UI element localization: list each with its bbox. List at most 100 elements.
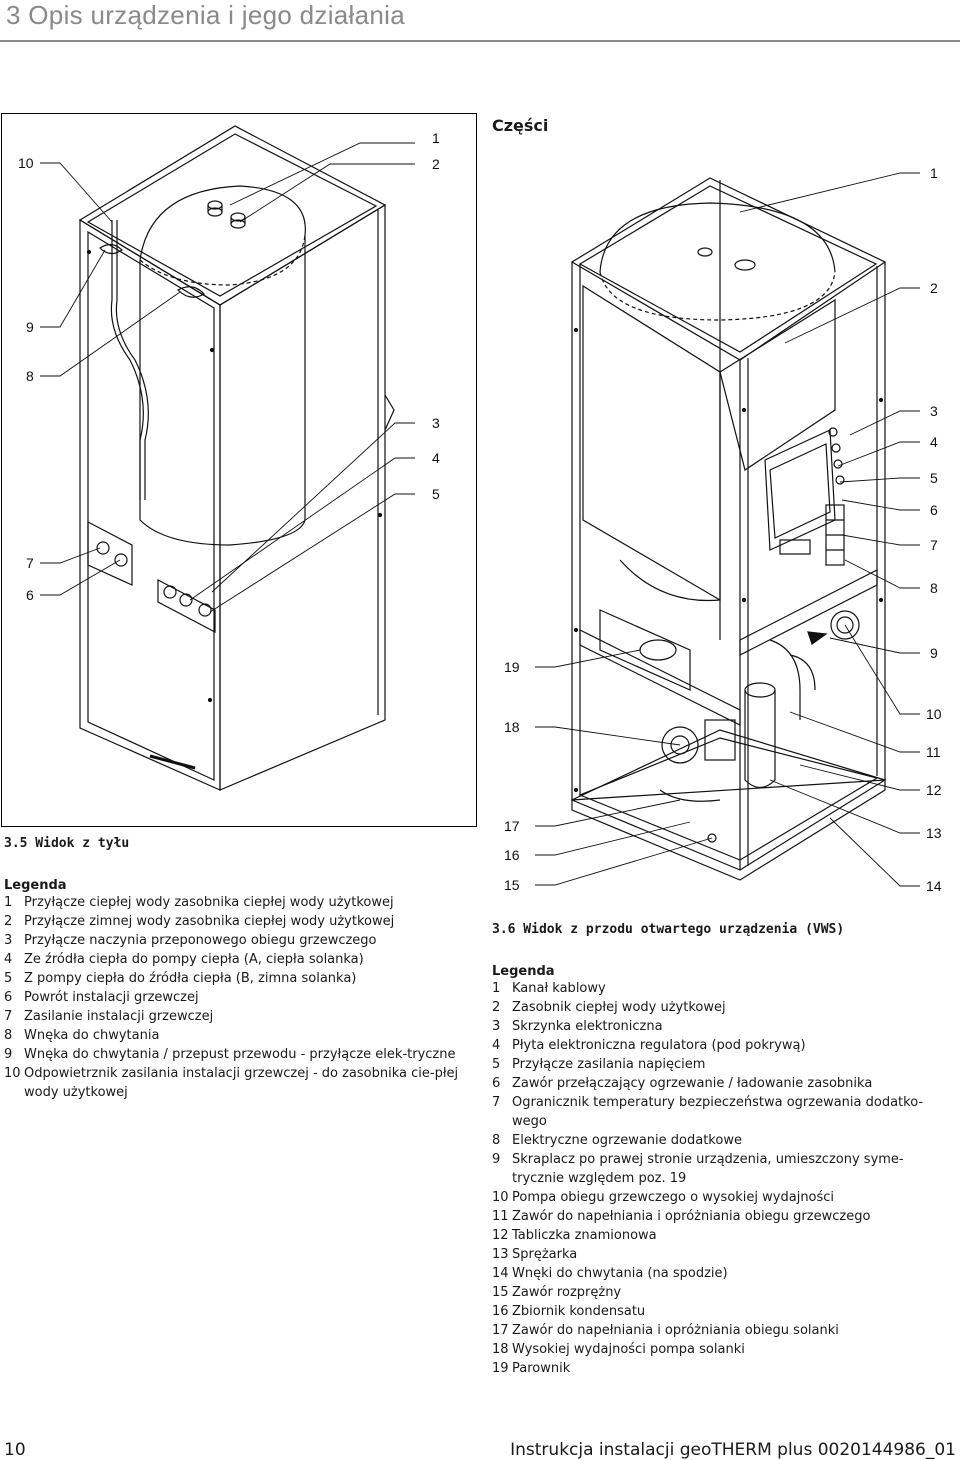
legend-item: 1 Przyłącze ciepłej wody zasobnika ciepłe… — [4, 893, 460, 912]
callout-10: 10 — [18, 155, 34, 171]
legend-item-text: Przyłącze zimnej wody zasobnika ciepłej … — [24, 914, 395, 929]
callout-9: 9 — [26, 319, 34, 335]
legend-item-number: 3 — [4, 933, 13, 948]
callout-r16: 16 — [504, 847, 520, 863]
callout-r7: 7 — [930, 537, 938, 553]
header-rule — [0, 40, 960, 42]
legend-item-number: 1 — [492, 981, 501, 996]
legend-item-text: Przyłącze naczynia przeponowego obiegu g… — [24, 933, 377, 948]
legend-item-text: Ogranicznik temperatury bezpieczeństwa o… — [512, 1095, 924, 1129]
legend-item-text: Zawór do napełniania i opróżniania obieg… — [512, 1209, 871, 1224]
callout-5: 5 — [432, 486, 440, 502]
legend-item-number: 10 — [4, 1066, 21, 1081]
front-view-callout-lines — [535, 172, 920, 887]
legend-item-number: 8 — [492, 1133, 501, 1148]
parts-title: Części — [492, 116, 549, 135]
callout-1: 1 — [432, 130, 440, 146]
legend-item-text: Ze źródła ciepła do pompy ciepła (A, cie… — [24, 952, 364, 967]
legend-item-text: Parownik — [512, 1361, 571, 1376]
legend-item-number: 7 — [492, 1095, 501, 1110]
callout-r17: 17 — [504, 818, 520, 834]
legend-list: 1 Przyłącze ciepłej wody zasobnika ciepłe… — [4, 893, 460, 1102]
callout-3: 3 — [432, 415, 440, 431]
legend-item-text: Odpowietrznik zasilania instalacji grzew… — [24, 1066, 459, 1100]
legend-item: 6 Zawór przełączający ogrzewanie / ładowa… — [492, 1074, 932, 1093]
legend-item-text: Przyłącze ciepłej wody zasobnika ciepłej… — [24, 895, 394, 910]
callout-r6: 6 — [930, 502, 938, 518]
legend-item: 5 Z pompy ciepła do źródła ciepła (B, zim… — [4, 969, 460, 988]
legend-item-number: 6 — [492, 1076, 501, 1091]
document-reference: Instrukcja instalacji geoTHERM plus 0020… — [510, 1440, 956, 1460]
legend-item-text: Z pompy ciepła do źródła ciepła (B, zimn… — [24, 971, 357, 986]
legend-item: 5 Przyłącze zasilania napięciem — [492, 1055, 932, 1074]
callout-r19: 19 — [504, 659, 520, 675]
legend-item-number: 15 — [492, 1285, 509, 1300]
legend-item-number: 19 — [492, 1361, 509, 1376]
callout-4: 4 — [432, 450, 440, 466]
legend-item-text: Powrót instalacji grzewczej — [24, 990, 199, 1005]
callout-r4: 4 — [930, 434, 938, 450]
legend-item-number: 13 — [492, 1247, 509, 1262]
legend-item-text: Zasobnik ciepłej wody użytkowej — [512, 1000, 726, 1015]
rear-view-legend: Legenda 1 Przyłącze ciepłej wody zasobnik… — [4, 878, 460, 1102]
legend-item-number: 1 — [4, 895, 13, 910]
legend-item-text: Tabliczka znamionowa — [512, 1228, 657, 1243]
legend-item-number: 4 — [492, 1038, 501, 1053]
callout-r10: 10 — [926, 706, 942, 722]
legend-item-text: Zasilanie instalacji grzewczej — [24, 1009, 214, 1024]
callout-r1: 1 — [930, 165, 938, 181]
legend-item-number: 3 — [492, 1019, 501, 1034]
legend-item-text: Pompa obiegu grzewczego o wysokiej wydaj… — [512, 1190, 835, 1205]
callout-r3: 3 — [930, 403, 938, 419]
legend-item-text: Zawór do napełniania i opróżniania obieg… — [512, 1323, 839, 1338]
legend-item-text: Wysokiej wydajności pompa solanki — [512, 1342, 745, 1357]
rear-view-figure-frame — [1, 113, 477, 827]
rear-view-callout-lines — [40, 142, 415, 613]
legend-item-number: 8 — [4, 1028, 13, 1043]
legend-heading: Legenda — [492, 964, 555, 979]
legend-item-number: 18 — [492, 1342, 509, 1357]
legend-item-number: 10 — [492, 1190, 509, 1205]
callout-r2: 2 — [930, 280, 938, 296]
legend-item-number: 4 — [4, 952, 13, 967]
legend-item-number: 5 — [4, 971, 13, 986]
legend-item: 3 Przyłącze naczynia przeponowego obiegu … — [4, 931, 460, 950]
legend-item-text: Wnęki do chwytania (na spodzie) — [512, 1266, 728, 1281]
legend-item-number: 17 — [492, 1323, 509, 1338]
legend-item-text: Zawór przełączający ogrzewanie / ładowan… — [512, 1076, 873, 1091]
page-number: 10 — [4, 1440, 26, 1460]
legend-item-number: 11 — [492, 1209, 509, 1224]
legend-item-text: Elektryczne ogrzewanie dodatkowe — [512, 1133, 742, 1148]
legend-heading: Legenda — [4, 878, 67, 893]
legend-item-text: Skraplacz po prawej stronie urządzenia, … — [512, 1152, 904, 1186]
legend-item-text: Przyłącze zasilania napięciem — [512, 1057, 706, 1072]
legend-item-number: 9 — [492, 1152, 501, 1167]
callout-r15: 15 — [504, 877, 520, 893]
legend-item-number: 5 — [492, 1057, 501, 1072]
callout-r5: 5 — [930, 470, 938, 486]
legend-item-text: Wnęka do chwytania / przepust przewodu -… — [24, 1047, 456, 1062]
front-view-caption: 3.6 Widok z przodu otwartego urządzenia … — [492, 922, 845, 937]
legend-item: 4 Ze źródła ciepła do pompy ciepła (A, ci… — [4, 950, 460, 969]
legend-item-number: 16 — [492, 1304, 509, 1319]
